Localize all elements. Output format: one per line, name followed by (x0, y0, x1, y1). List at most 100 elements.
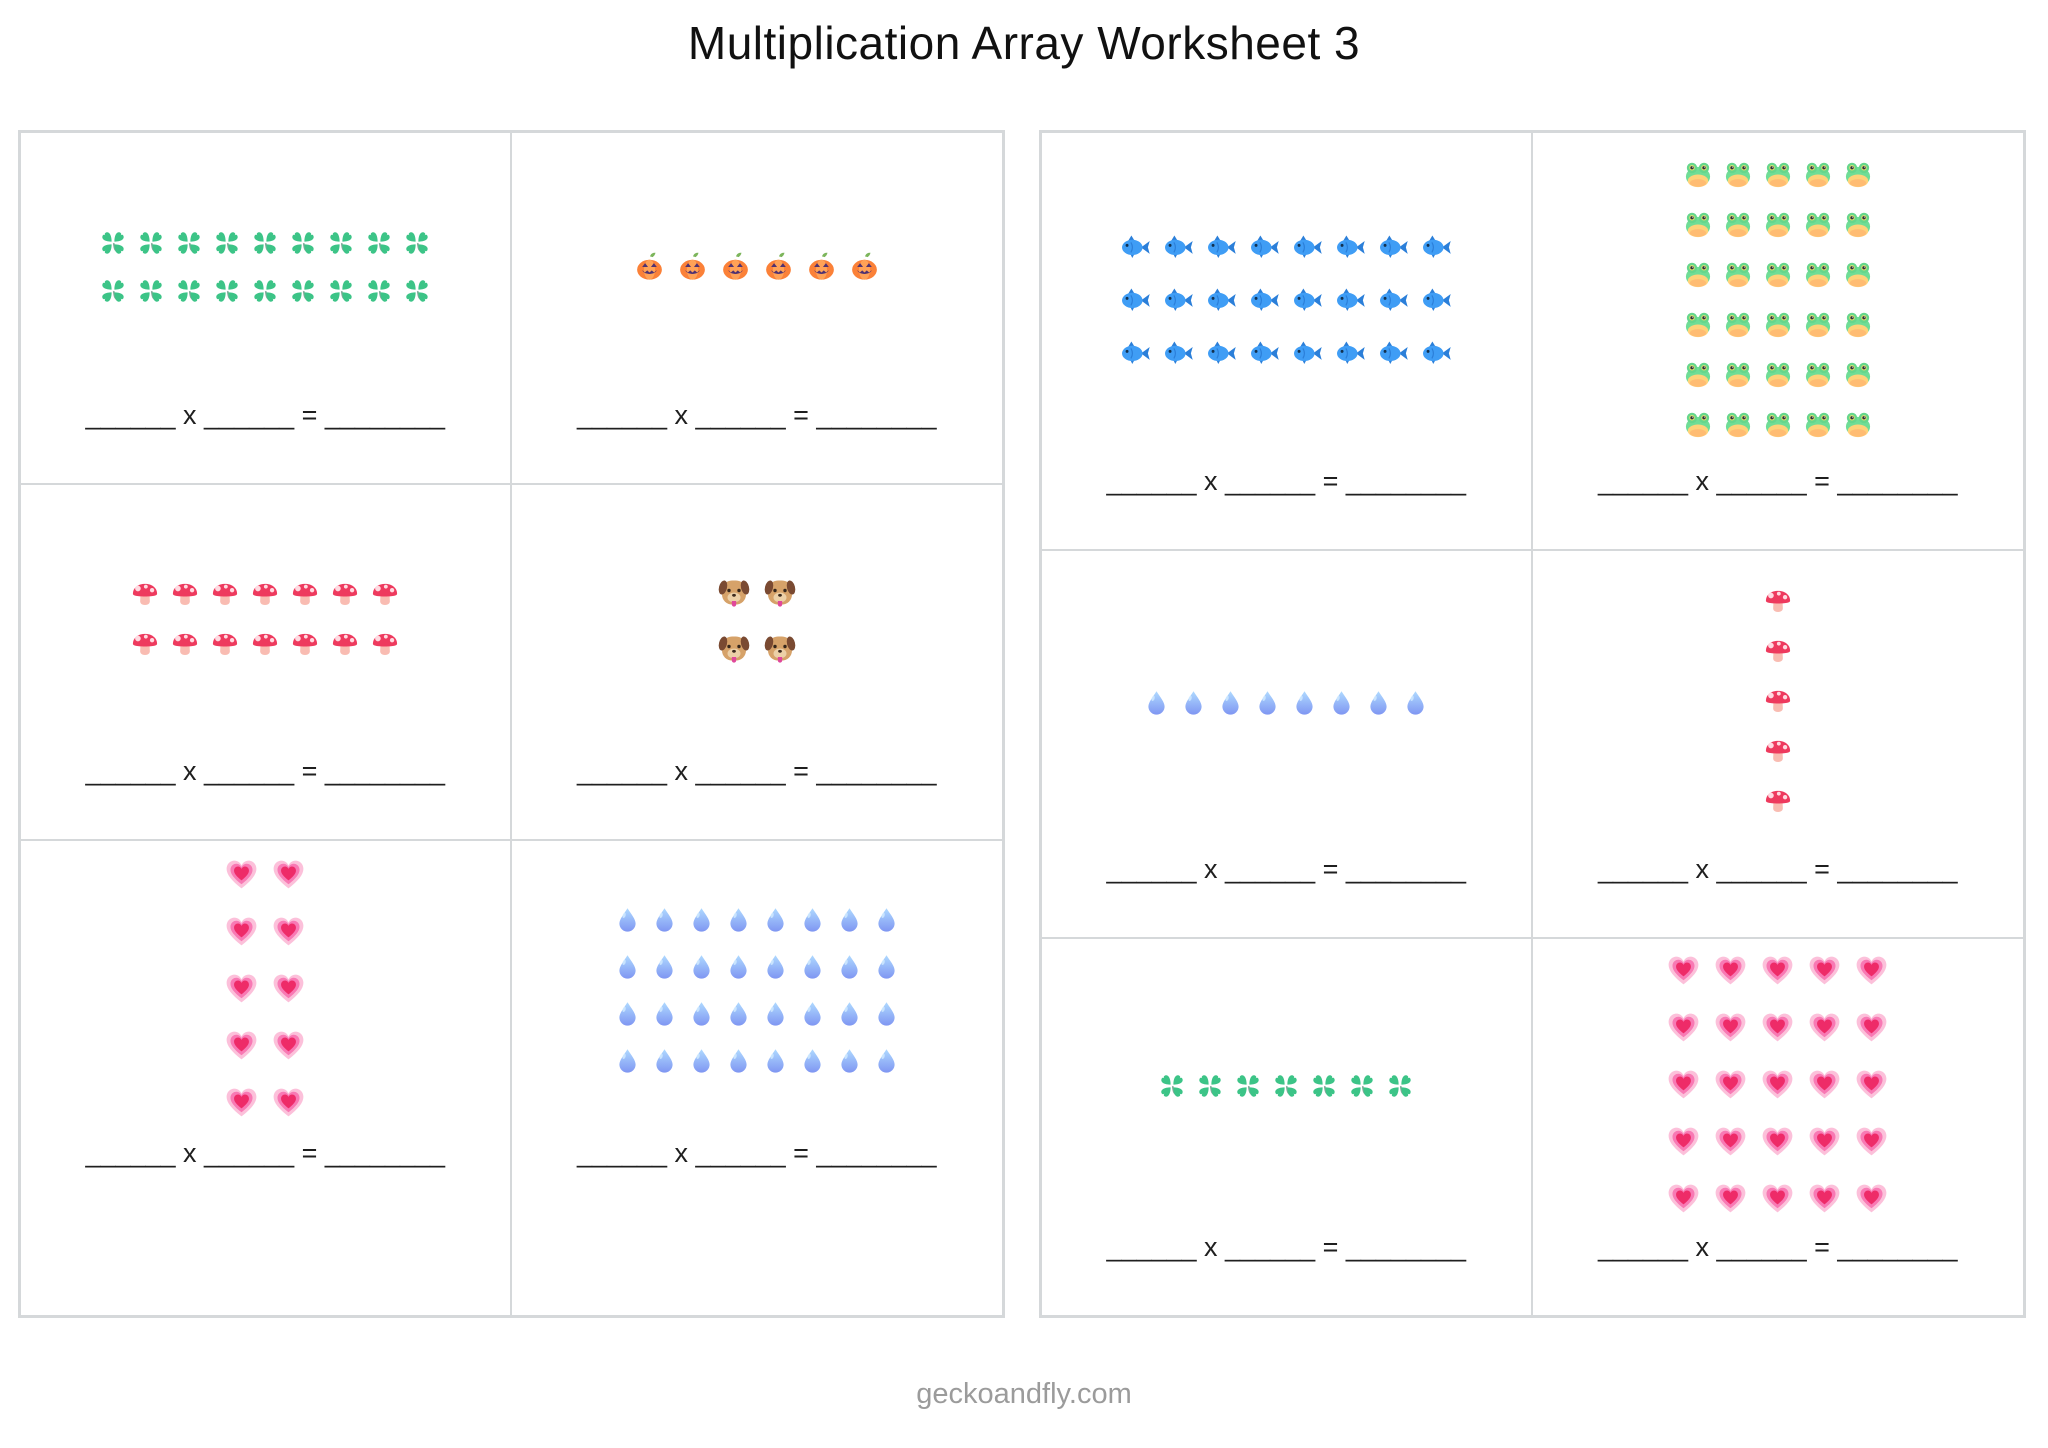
page-title: Multiplication Array Worksheet 3 (687, 17, 1361, 69)
cell-content (1042, 551, 1531, 854)
frog-face-icon (1845, 412, 1870, 437)
equation-line: ______ x ______ = ________ (85, 756, 446, 786)
frog-face-icon (1845, 262, 1870, 287)
droplet-icon (656, 1001, 673, 1026)
mushroom-icon (253, 633, 278, 655)
emoji-array-four-leaf-clover (99, 229, 431, 305)
growing-heart-icon (226, 974, 257, 1003)
frog-face-icon (1685, 162, 1710, 187)
jack-o-lantern-icon (722, 252, 748, 280)
four-leaf-clover-icon (216, 279, 238, 302)
mushroom-icon (1765, 690, 1790, 712)
four-leaf-clover-icon (330, 279, 352, 302)
mushroom-icon (333, 633, 358, 655)
droplet-icon (730, 954, 747, 979)
cell-content (21, 485, 510, 756)
growing-heart-icon (1762, 1013, 1793, 1042)
droplet-icon (767, 907, 784, 932)
emoji-array-droplet (1143, 689, 1429, 716)
growing-heart-icon (273, 1088, 304, 1117)
droplet-icon (656, 907, 673, 932)
array-cell-left-2: ______ x ______ = ________ (511, 133, 1002, 485)
mushroom-icon (133, 633, 158, 655)
worksheet-table-right: ______ x ______ = ______________ x _____… (1039, 130, 2026, 1318)
four-leaf-clover-icon (368, 279, 390, 302)
fish-icon (1251, 288, 1279, 311)
droplet-icon (878, 954, 895, 979)
frog-face-icon (1725, 262, 1750, 287)
emoji-array-fish (1119, 230, 1453, 369)
droplet-icon (1185, 691, 1202, 715)
droplet-icon (767, 954, 784, 979)
array-cell-right-4: ______ x ______ = ________ (1532, 551, 2023, 939)
fish-icon (1208, 235, 1236, 258)
emoji-array-mushroom (130, 581, 400, 661)
jack-o-lantern-icon (808, 252, 834, 280)
frog-face-icon (1765, 412, 1790, 437)
emoji-array-frog-face (1683, 160, 1873, 440)
array-cell-right-5: ______ x ______ = ________ (1042, 939, 1533, 1315)
droplet-icon (619, 1001, 636, 1026)
growing-heart-icon (1715, 956, 1746, 985)
droplet-icon (693, 1001, 710, 1026)
growing-heart-icon (1668, 1013, 1699, 1042)
four-leaf-clover-icon (292, 231, 314, 254)
footer-site-label: geckoandfly.com (916, 1378, 1132, 1410)
array-cell-left-1: ______ x ______ = ________ (21, 133, 512, 485)
droplet-icon (656, 954, 673, 979)
droplet-icon (841, 1048, 858, 1073)
growing-heart-icon (1715, 1184, 1746, 1213)
array-cell-right-3: ______ x ______ = ________ (1042, 551, 1533, 939)
frog-face-icon (1685, 412, 1710, 437)
droplet-icon (1407, 691, 1424, 715)
array-cell-left-4: ______ x ______ = ________ (511, 485, 1002, 841)
frog-face-icon (1845, 312, 1870, 337)
frog-face-icon (1725, 312, 1750, 337)
growing-heart-icon (226, 1088, 257, 1117)
growing-heart-icon (1809, 1184, 1840, 1213)
four-leaf-clover-icon (1313, 1074, 1335, 1097)
fish-icon (1208, 341, 1236, 364)
mushroom-icon (1765, 740, 1790, 762)
mushroom-icon (133, 583, 158, 605)
emoji-array-dog-face (716, 575, 798, 667)
frog-face-icon (1725, 212, 1750, 237)
emoji-array-jack-o-lantern (633, 250, 881, 283)
droplet-icon (619, 907, 636, 932)
droplet-icon (841, 954, 858, 979)
frog-face-icon (1765, 212, 1790, 237)
growing-heart-icon (1809, 956, 1840, 985)
droplet-icon (656, 1048, 673, 1073)
growing-heart-icon (1809, 1127, 1840, 1156)
four-leaf-clover-icon (178, 231, 200, 254)
growing-heart-icon (226, 917, 257, 946)
fish-icon (1165, 341, 1193, 364)
cell-content (1533, 939, 2024, 1232)
frog-face-icon (1845, 162, 1870, 187)
array-cell-left-3: ______ x ______ = ________ (21, 485, 512, 841)
droplet-icon (1222, 691, 1239, 715)
dog-face-icon (764, 579, 796, 607)
growing-heart-icon (273, 974, 304, 1003)
jack-o-lantern-icon (636, 252, 662, 280)
mushroom-icon (213, 633, 238, 655)
four-leaf-clover-icon (1237, 1074, 1259, 1097)
droplet-icon (730, 1001, 747, 1026)
cell-content (21, 841, 510, 1138)
droplet-icon (804, 907, 821, 932)
fish-icon (1122, 341, 1150, 364)
mushroom-icon (1765, 790, 1790, 812)
mushroom-icon (373, 583, 398, 605)
mushroom-icon (373, 633, 398, 655)
fish-icon (1208, 288, 1236, 311)
cell-content (1042, 133, 1531, 466)
equation-line: ______ x ______ = ________ (1597, 466, 1958, 496)
array-cell-right-1: ______ x ______ = ________ (1042, 133, 1533, 551)
growing-heart-icon (1809, 1070, 1840, 1099)
fish-icon (1337, 288, 1365, 311)
frog-face-icon (1805, 262, 1830, 287)
growing-heart-icon (1856, 1127, 1887, 1156)
droplet-icon (767, 1001, 784, 1026)
droplet-icon (730, 907, 747, 932)
frog-face-icon (1685, 262, 1710, 287)
